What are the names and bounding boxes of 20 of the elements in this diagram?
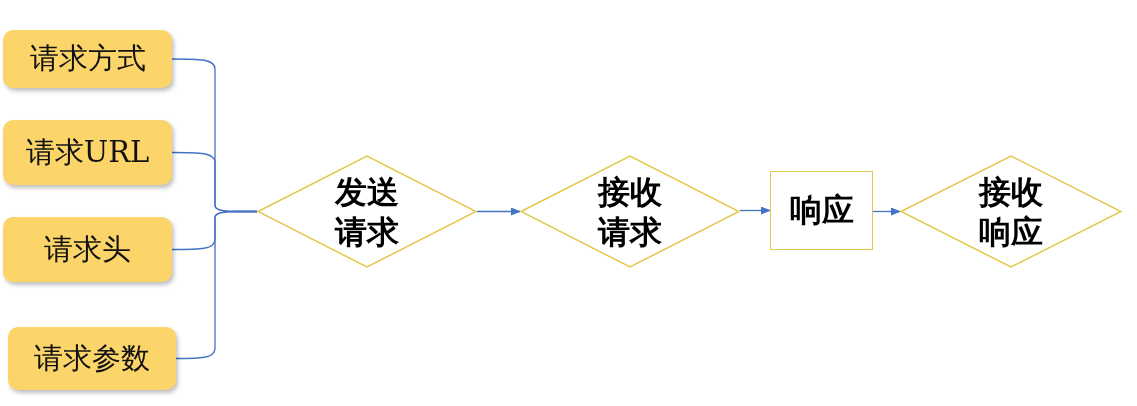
bracket-connector	[175, 210, 258, 360]
parameter-box	[8, 327, 176, 390]
node-label: 请求方式	[29, 40, 146, 77]
decision-diamond	[520, 155, 740, 268]
parameter-box	[3, 217, 172, 282]
process-box	[770, 171, 873, 250]
node-label: 请求参数	[34, 339, 150, 377]
parameter-box	[3, 30, 172, 88]
node-label: 发送请求	[334, 171, 400, 252]
arrow	[476, 207, 521, 216]
node-label: 接收请求	[597, 171, 663, 252]
arrow	[872, 207, 901, 216]
decision-diamond	[257, 155, 477, 268]
decision-diamond	[900, 155, 1122, 268]
node-label: 响应	[789, 189, 854, 231]
parameter-box	[3, 120, 172, 185]
arrow	[739, 206, 771, 215]
node-label: 接收响应	[978, 171, 1044, 252]
node-label: 请求URL	[25, 133, 150, 171]
node-label: 请求头	[44, 230, 131, 268]
